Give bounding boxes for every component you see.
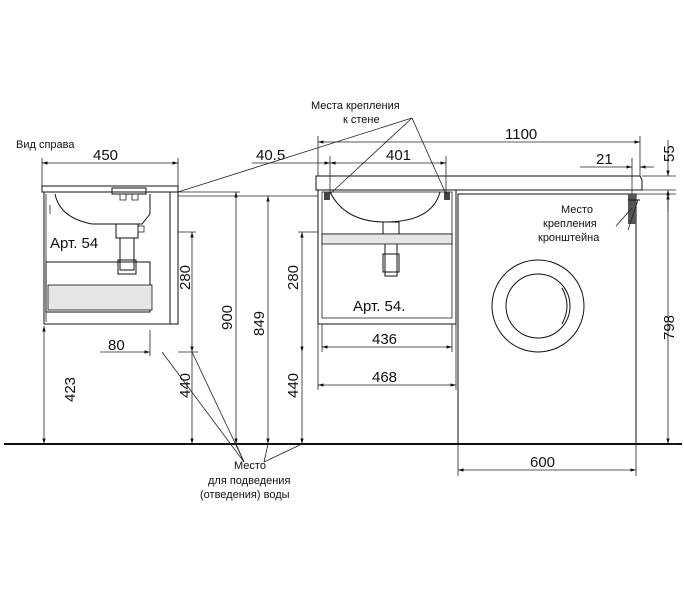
front-article-label: Арт. 54. xyxy=(353,298,405,315)
dimension-label-cabinet-outer: 468 xyxy=(372,369,397,386)
bracket-note-line2: крепления xyxy=(543,218,597,230)
washing-machine xyxy=(457,193,640,445)
dimension-label-side-depth: 450 xyxy=(93,147,118,164)
dimension-label-cabinet-inner: 436 xyxy=(372,331,397,348)
dimension-label-height-849: 849 xyxy=(251,311,268,336)
left-mount-bracket xyxy=(324,192,330,200)
side-view: Арт. 54 xyxy=(41,185,179,325)
side-countertop xyxy=(41,185,179,193)
dimension-label-machine-width: 600 xyxy=(530,454,555,471)
dimension-label-side-offset: 80 xyxy=(108,337,125,354)
side-article-label: Арт. 54 xyxy=(50,235,98,252)
side-siphon xyxy=(115,223,139,239)
wall-bracket xyxy=(628,194,636,224)
dimension-label-side-pipe-height: 280 xyxy=(177,265,194,290)
bracket-note-line3: кронштейна xyxy=(538,232,600,244)
front-cabinet: Арт. 54. xyxy=(315,175,643,325)
front-cabinet-body xyxy=(317,189,457,325)
machine-door-inner xyxy=(505,273,571,339)
machine-body xyxy=(457,193,637,445)
water-note-line3: (отведения) воды xyxy=(200,489,290,501)
dimension-label-total-width: 1100 xyxy=(505,126,537,143)
dimension-label-top-thickness: 55 xyxy=(661,145,678,162)
mount-points-note-line2: к стене xyxy=(343,114,380,126)
front-sink-bowl xyxy=(329,191,441,223)
water-note-line2: для подведения xyxy=(208,475,290,487)
side-sink-bowl xyxy=(54,193,151,225)
dimension-label-front-pipe-floor: 440 xyxy=(285,373,302,398)
machine-door-outer xyxy=(491,259,585,353)
dimension-label-mount-span: 401 xyxy=(386,147,411,164)
dimension-label-machine-height: 798 xyxy=(661,315,678,340)
dimension-label-side-pipe-floor: 440 xyxy=(177,373,194,398)
dimension-label-front-pipe-height: 280 xyxy=(285,265,302,290)
water-note-line1: Место xyxy=(234,460,266,472)
side-view-title: Вид справа xyxy=(16,139,75,151)
bracket-note-line1: Место xyxy=(561,204,593,216)
dimension-label-side-floor-height: 423 xyxy=(62,377,79,402)
dimension-label-edge-offset: 21 xyxy=(596,151,613,168)
front-countertop xyxy=(315,175,643,191)
dimension-label-offset-40-5: 40.5 xyxy=(256,147,285,164)
mount-points-note-line1: Места крепления xyxy=(311,100,400,112)
dimension-label-height-900: 900 xyxy=(219,305,236,330)
right-mount-bracket xyxy=(444,192,450,200)
